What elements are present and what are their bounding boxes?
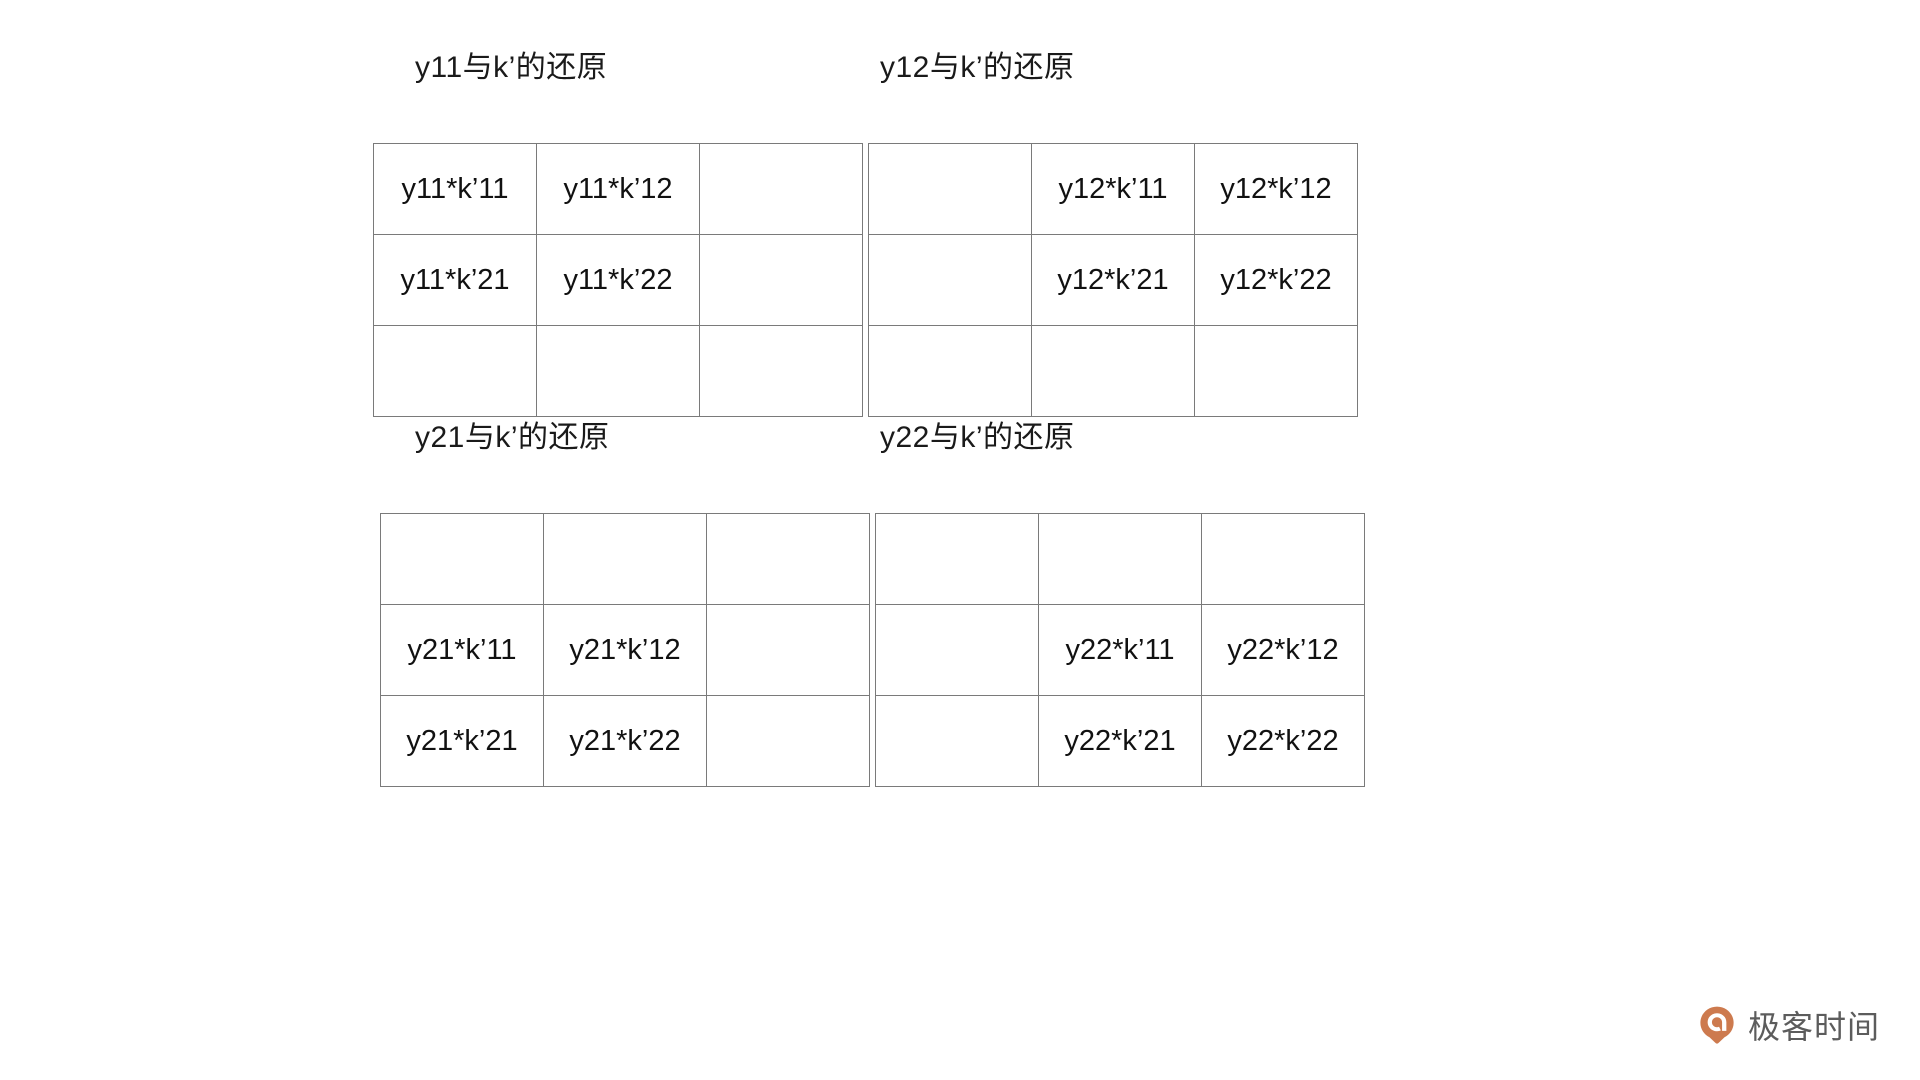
matrix-cell: y22*k’11 <box>1038 604 1202 696</box>
matrix-cell: y21*k’12 <box>543 604 707 696</box>
matrix-cell <box>875 604 1039 696</box>
matrix-cell <box>706 604 870 696</box>
matrix-cell <box>1201 513 1365 605</box>
matrix-cell: y21*k’11 <box>380 604 544 696</box>
panel-y21: y21与k’的还原 y21*k’11 y21*k’12 y21*k’21 y21… <box>380 420 870 787</box>
matrix-cell <box>699 325 863 417</box>
matrix-cell: y11*k’12 <box>536 143 700 235</box>
matrix-cell <box>536 325 700 417</box>
table-row: y21*k’21 y21*k’22 <box>380 695 870 787</box>
panel-y11: y11与k’的还原 y11*k’11 y11*k’12 y11*k’21 y11… <box>373 50 863 417</box>
table-row <box>373 325 863 417</box>
matrix-cell <box>380 513 544 605</box>
matrix-cell <box>868 325 1032 417</box>
matrix-cell: y21*k’21 <box>380 695 544 787</box>
matrix-cell: y22*k’22 <box>1201 695 1365 787</box>
matrix-cell <box>1031 325 1195 417</box>
matrix-cell <box>373 325 537 417</box>
table-row <box>868 325 1358 417</box>
matrix-cell <box>543 513 707 605</box>
table-row: y12*k’21 y12*k’22 <box>868 234 1358 326</box>
panel-title: y12与k’的还原 <box>880 51 1075 84</box>
panel-title: y11与k’的还原 <box>415 51 608 84</box>
table-row: y21*k’11 y21*k’12 <box>380 604 870 696</box>
table-row: y22*k’21 y22*k’22 <box>875 695 1365 787</box>
matrix-cell: y22*k’21 <box>1038 695 1202 787</box>
watermark: 极客时间 <box>1696 1002 1880 1048</box>
matrix-cell <box>1194 325 1358 417</box>
matrix-cell <box>1038 513 1202 605</box>
matrix-cell: y11*k’11 <box>373 143 537 235</box>
table-row: y11*k’11 y11*k’12 <box>373 143 863 235</box>
matrix-cell: y12*k’22 <box>1194 234 1358 326</box>
matrix-grid-y12: y12*k’11 y12*k’12 y12*k’21 y12*k’22 <box>868 143 1358 417</box>
matrix-cell <box>706 695 870 787</box>
matrix-grid-y21: y21*k’11 y21*k’12 y21*k’21 y21*k’22 <box>380 513 870 787</box>
matrix-cell: y21*k’22 <box>543 695 707 787</box>
table-row: y11*k’21 y11*k’22 <box>373 234 863 326</box>
matrix-cell <box>706 513 870 605</box>
table-row: y22*k’11 y22*k’12 <box>875 604 1365 696</box>
matrix-cell <box>868 234 1032 326</box>
matrix-cell: y12*k’11 <box>1031 143 1195 235</box>
table-row <box>380 513 870 605</box>
panel-title: y21与k’的还原 <box>415 421 610 454</box>
table-row: y12*k’11 y12*k’12 <box>868 143 1358 235</box>
geektime-logo-icon <box>1696 1004 1738 1046</box>
matrix-cell: y12*k’12 <box>1194 143 1358 235</box>
panel-y12: y12与k’的还原 y12*k’11 y12*k’12 y12*k’21 y12… <box>868 50 1358 417</box>
matrix-cell <box>875 695 1039 787</box>
panel-title: y22与k’的还原 <box>880 421 1075 454</box>
table-row <box>875 513 1365 605</box>
matrix-cell <box>868 143 1032 235</box>
matrix-cell <box>699 143 863 235</box>
watermark-text: 极客时间 <box>1747 1008 1880 1046</box>
matrix-cell: y11*k’22 <box>536 234 700 326</box>
matrix-cell: y11*k’21 <box>373 234 537 326</box>
matrix-grid-y11: y11*k’11 y11*k’12 y11*k’21 y11*k’22 <box>373 143 863 417</box>
panel-y22: y22与k’的还原 y22*k’11 y22*k’12 y22*k’21 y22… <box>875 420 1365 787</box>
matrix-grid-y22: y22*k’11 y22*k’12 y22*k’21 y22*k’22 <box>875 513 1365 787</box>
matrix-cell <box>875 513 1039 605</box>
matrix-cell: y12*k’21 <box>1031 234 1195 326</box>
matrix-cell: y22*k’12 <box>1201 604 1365 696</box>
matrix-cell <box>699 234 863 326</box>
